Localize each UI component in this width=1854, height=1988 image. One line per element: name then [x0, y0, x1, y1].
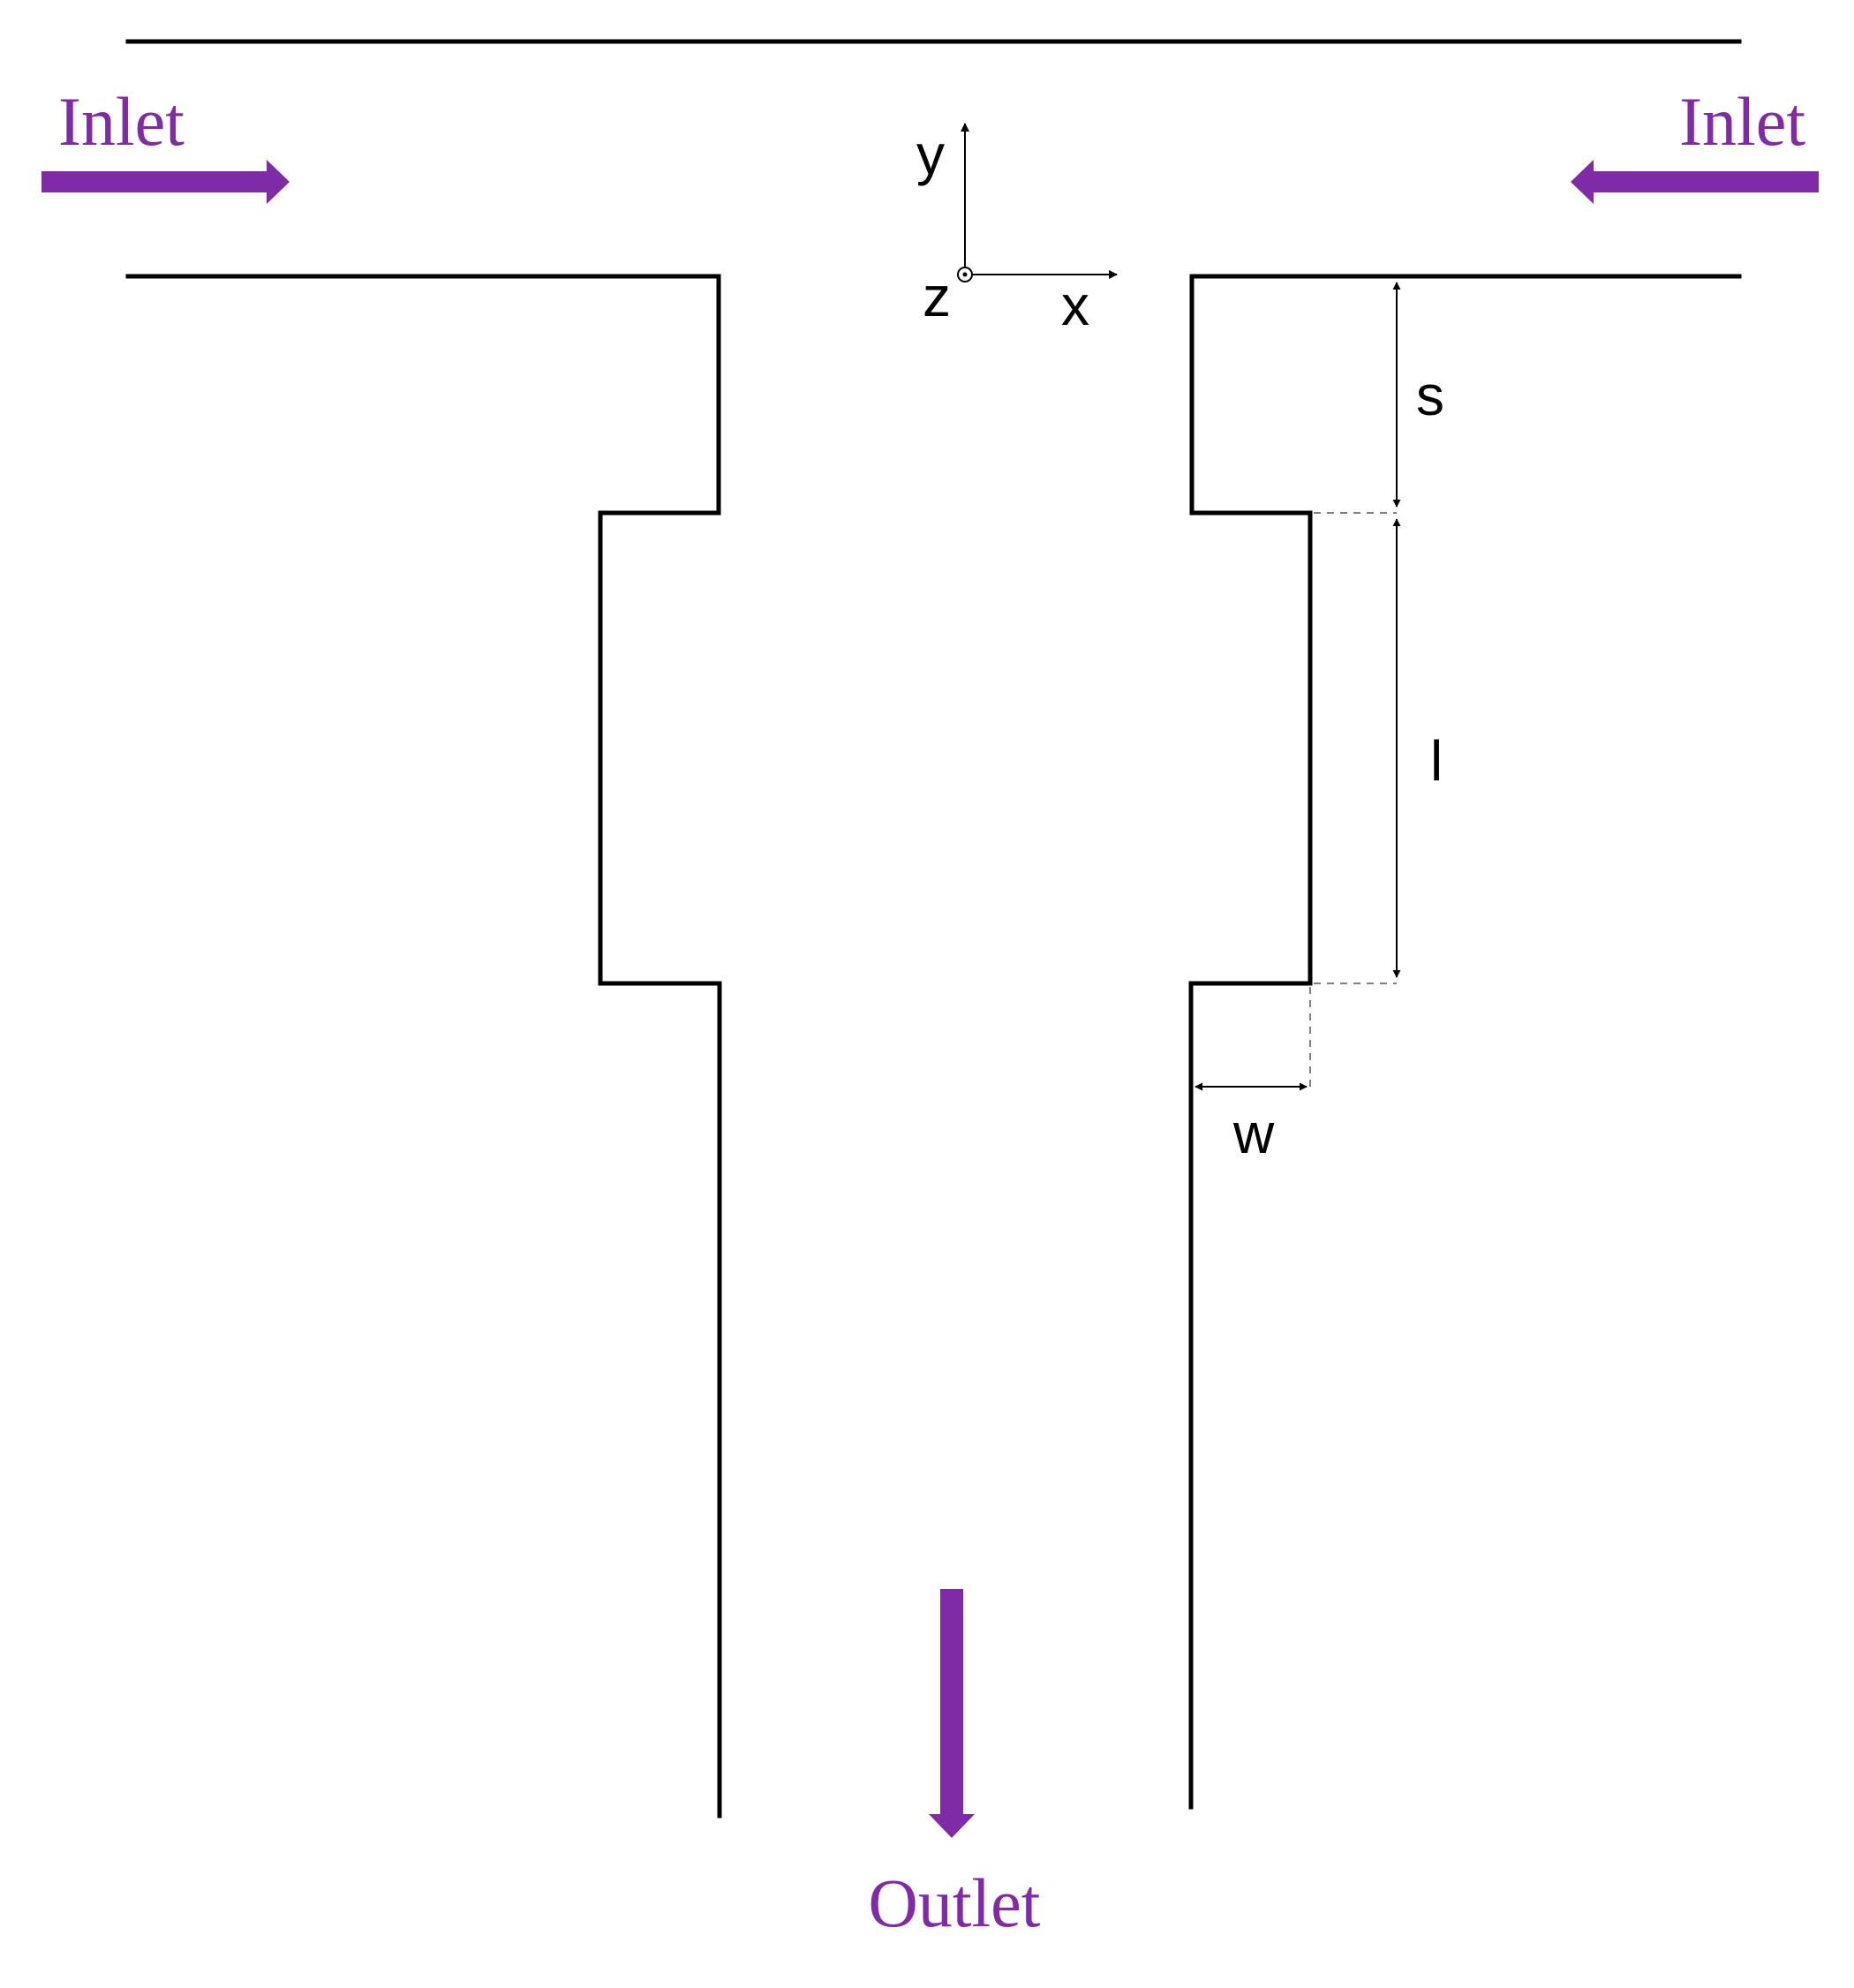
l-dimension-label: l	[1430, 729, 1443, 793]
inlet-right-arrow	[1571, 160, 1819, 204]
outlet-arrow	[929, 1589, 975, 1838]
z-axis-label: z	[923, 265, 951, 328]
y-axis-label: y	[916, 123, 945, 186]
inlet-right-label: Inlet	[1679, 83, 1805, 160]
x-axis-label: x	[1061, 274, 1089, 337]
inlet-left-label: Inlet	[58, 83, 185, 160]
left-channel-wall	[125, 274, 722, 1819]
s-dimension-label: s	[1416, 364, 1444, 427]
outlet-label: Outlet	[869, 1864, 1041, 1941]
z-axis-icon	[957, 267, 973, 282]
right-channel-wall	[1188, 274, 1742, 1810]
w-dimension-label: w	[1232, 1102, 1275, 1165]
inlet-left-arrow	[41, 160, 290, 204]
